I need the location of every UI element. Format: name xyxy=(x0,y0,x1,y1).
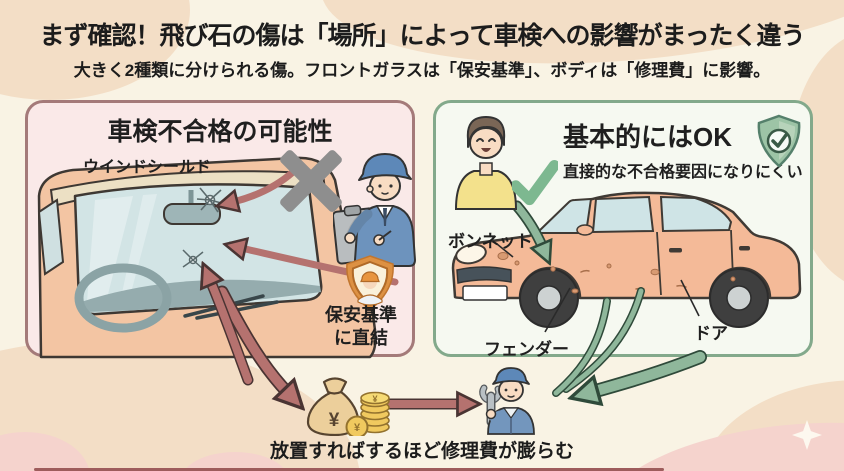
main-title: まず確認！飛び石の傷は「場所」によって車検への影響がまったく違う xyxy=(39,22,805,50)
hood-label: ボンネット xyxy=(448,232,533,251)
fail-panel: 車検不合格の可能性 ウインドシールド xyxy=(25,100,417,359)
background-blob xyxy=(180,452,290,471)
check-mark-icon xyxy=(512,160,558,206)
main-subtitle: 大きく2種類に分けられる傷。フロントガラスは「保安基準」、ボディは「修理費」に影… xyxy=(73,61,771,80)
owner-illustration xyxy=(454,116,518,210)
windshield-label: ウインドシールド xyxy=(83,159,212,176)
footer-caption: 放置すればするほど修理費が膨らむ xyxy=(269,441,574,462)
x-mark-icon xyxy=(280,150,342,212)
ok-panel-subheading: 直接的な不合格要因になりにくい xyxy=(563,164,803,181)
safety-caption: 保安基準 に直結 xyxy=(325,305,397,349)
fender-label: フェンダー xyxy=(484,340,569,359)
ok-shield-icon xyxy=(757,114,801,168)
bottom-edge-line xyxy=(34,468,664,471)
yen-on-bag: ¥ xyxy=(329,410,340,431)
safety-shield-icon xyxy=(346,255,394,311)
inspector-illustration xyxy=(333,153,417,267)
money-bag-icon: ¥ ¥ ¥ xyxy=(306,377,390,436)
repair-mechanic-icon xyxy=(479,367,535,435)
ok-panel: 基本的にはOK 直接的な不合格要因になりにくい ボンネット フェンダー ドア xyxy=(433,100,813,359)
door-label: ドア xyxy=(694,324,728,343)
fail-panel-heading: 車検不合格の可能性 xyxy=(107,118,333,146)
yen-on-coin: ¥ xyxy=(354,422,361,434)
yen-on-coin-stack: ¥ xyxy=(372,394,377,404)
ok-panel-heading: 基本的にはOK xyxy=(563,122,733,152)
